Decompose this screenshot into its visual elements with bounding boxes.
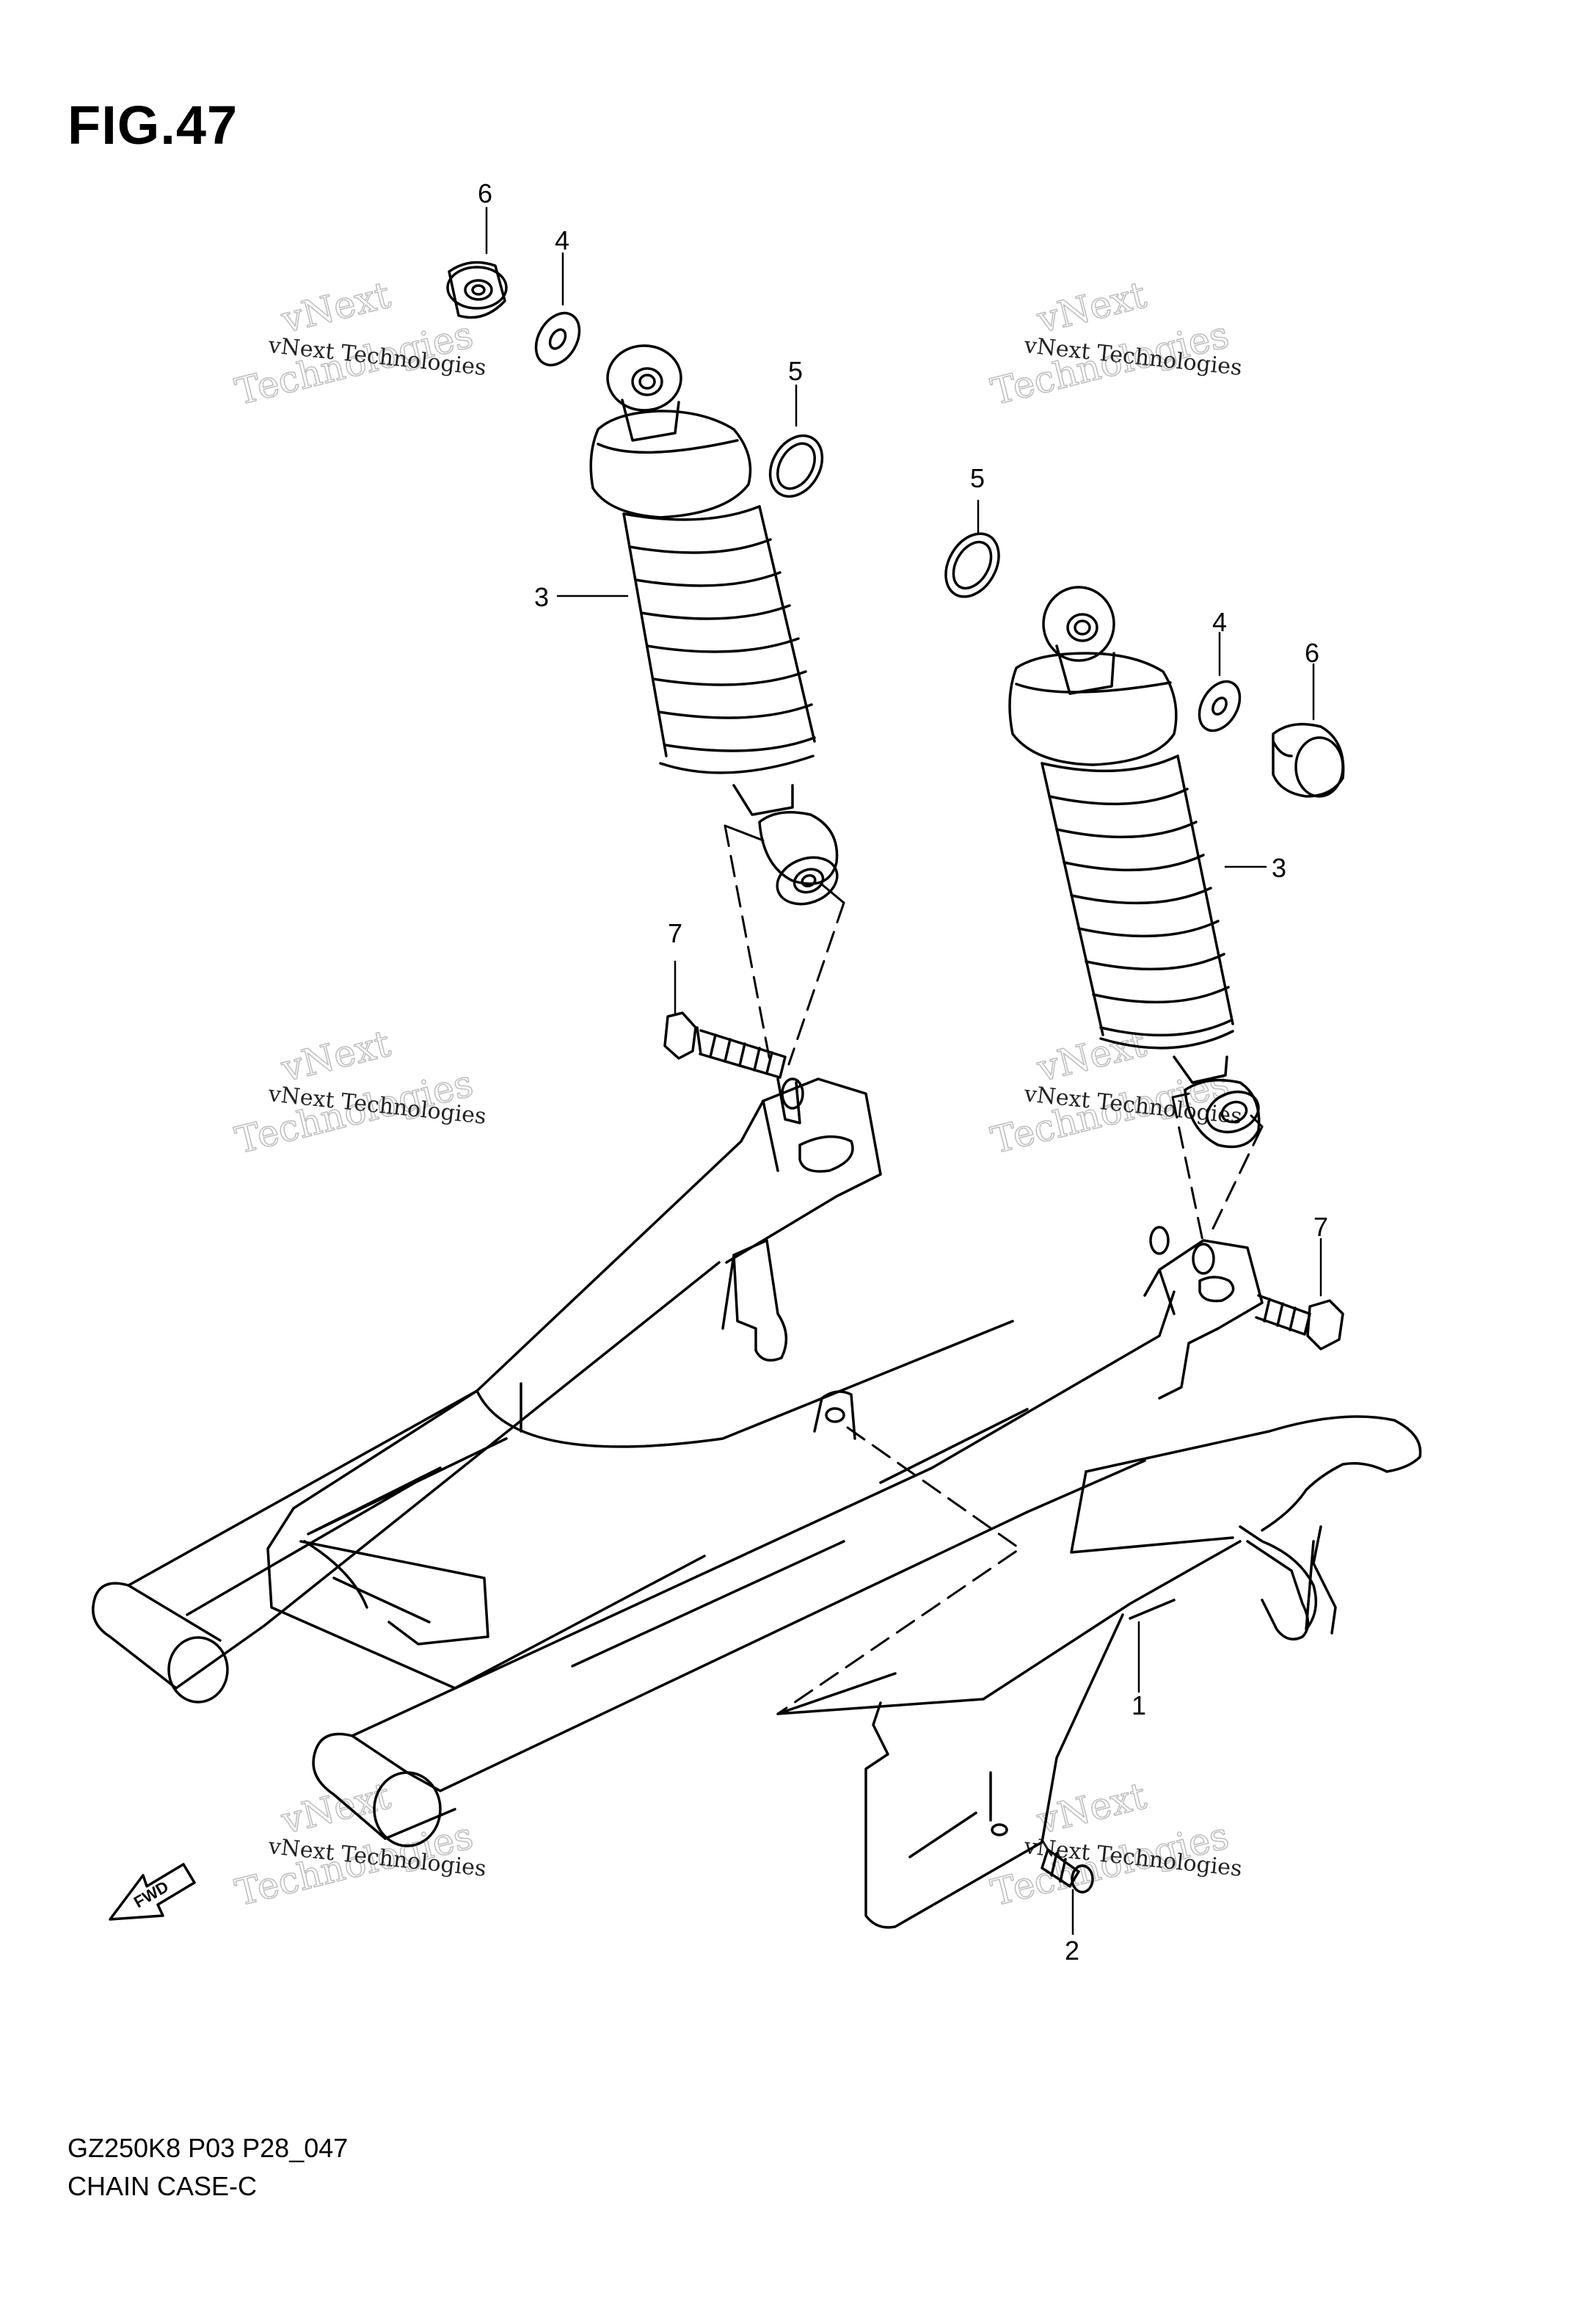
svg-text:vNext: vNext	[1032, 273, 1150, 341]
leader-lines	[485, 206, 1322, 1935]
part-2-screw	[991, 1823, 1094, 1894]
callout-6-left: 6	[478, 178, 492, 208]
callout-7-right: 7	[1313, 1212, 1328, 1242]
callout-2: 2	[1065, 1935, 1079, 1966]
callout-4-left: 4	[555, 225, 569, 255]
callout-7-left: 7	[668, 918, 682, 948]
part-5-ring-right	[944, 532, 1000, 598]
diagram-name: CHAIN CASE-C	[68, 2171, 258, 2201]
part-7-bolt-right	[1255, 1294, 1344, 1351]
swingarm-frame	[92, 1077, 1264, 1847]
svg-text:vNext: vNext	[277, 273, 394, 341]
part-6-cap-nut-left	[446, 261, 508, 319]
svg-text:vNext: vNext	[277, 1022, 394, 1090]
fwd-arrow-icon: FWD	[109, 1863, 196, 1921]
part-3-shock-absorber-left	[589, 344, 839, 906]
callout-5-left: 5	[788, 356, 803, 386]
callout-1: 1	[1132, 1690, 1146, 1720]
part-3-shock-absorber-right	[1008, 586, 1261, 1149]
callout-5-right: 5	[970, 463, 985, 493]
callout-3-right: 3	[1272, 853, 1286, 883]
figure-title: FIG.47	[68, 95, 238, 156]
callout-labels: 6 4 5 3 5 4 6 3 7 7 1 2	[478, 178, 1328, 1966]
callout-3-left: 3	[534, 582, 549, 612]
callout-4-right: 4	[1212, 607, 1227, 637]
part-6-cap-nut-right	[1272, 722, 1345, 798]
part-4-washer-left	[534, 311, 581, 367]
part-1-chain-case	[776, 1415, 1422, 1929]
part-5-ring-left	[768, 434, 824, 498]
svg-text:vNext: vNext	[1032, 1774, 1150, 1842]
callout-6-right: 6	[1305, 638, 1319, 668]
model-code: GZ250K8 P03 P28_047	[68, 2133, 349, 2163]
watermark-group: vNext Technologies vNext Technologies vN…	[230, 273, 1243, 1915]
part-4-washer-right	[1198, 680, 1242, 733]
assembly-guide-lines	[724, 824, 1264, 1715]
part-7-bolt-left	[663, 1011, 787, 1079]
